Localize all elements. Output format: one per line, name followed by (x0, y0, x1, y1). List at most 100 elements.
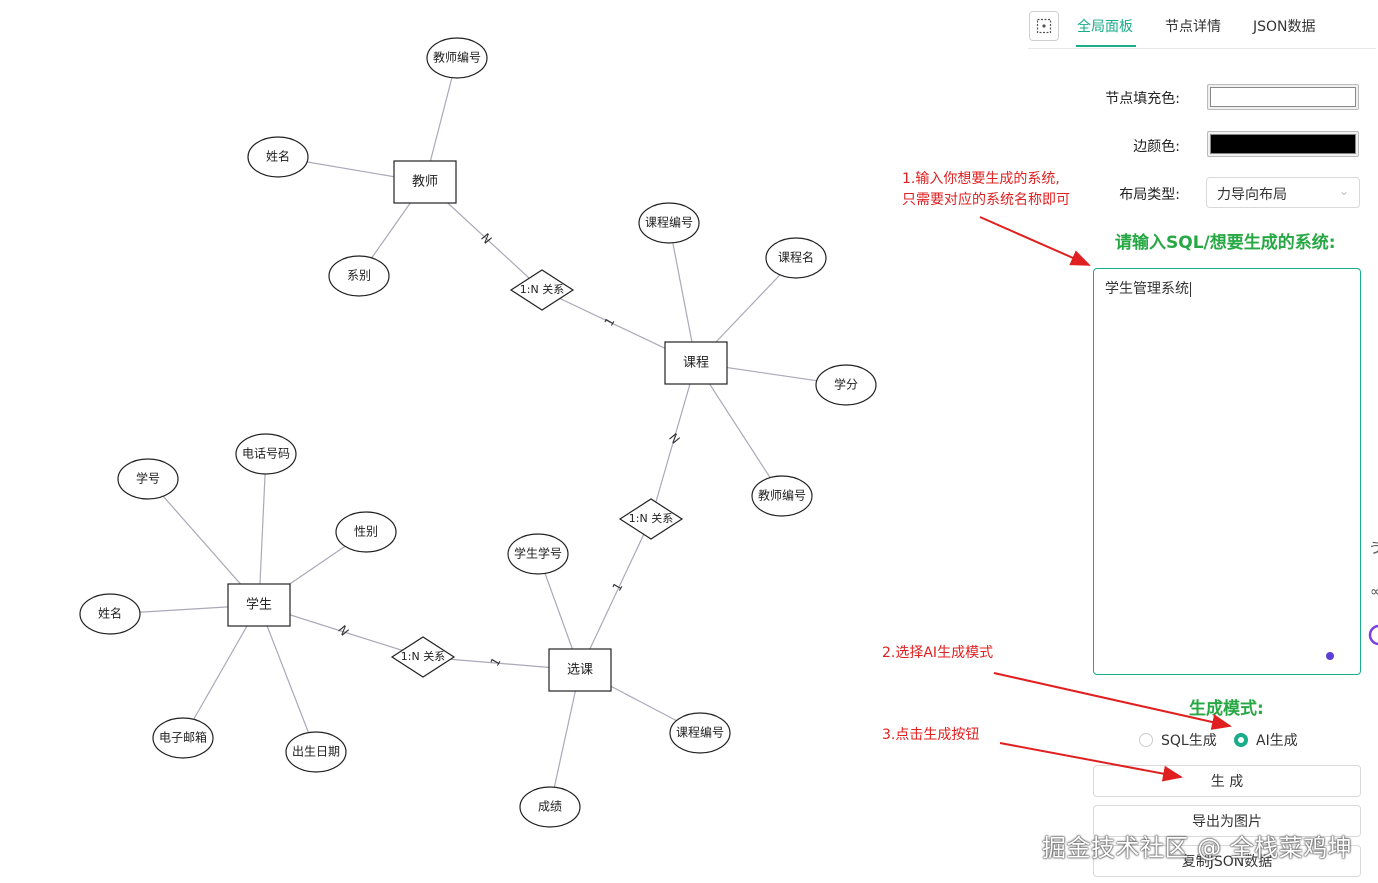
attribute-node[interactable]: 成绩 (519, 786, 581, 828)
relation-edge (650, 362, 697, 520)
attribute-label: 系别 (347, 269, 371, 283)
assistant-dot-icon[interactable] (1326, 652, 1334, 660)
tab-json-data[interactable]: JSON数据 (1253, 19, 1316, 35)
attribute-label: 课程编号 (645, 215, 693, 230)
attribute-node[interactable]: 课程编号 (638, 202, 700, 244)
layout-type-value: 力导向布局 (1217, 187, 1287, 203)
annotation-step2: 2.选择AI生成模式 (882, 645, 994, 661)
active-tab-indicator (1076, 45, 1136, 47)
attribute-ellipse (507, 533, 569, 575)
generate-button[interactable]: 生 成 (1093, 765, 1361, 797)
entity-label: 选课 (567, 663, 593, 678)
attribute-ellipse (79, 593, 141, 635)
relation-diamond (618, 498, 684, 540)
cardinality-label: 1 (610, 580, 626, 594)
entity-node[interactable]: 学生 (227, 583, 291, 627)
attribute-node[interactable]: 课程名 (765, 237, 827, 279)
attribute-label: 课程编号 (676, 725, 724, 740)
fill-color-swatch (1210, 87, 1356, 107)
attribute-label: 教师编号 (433, 50, 481, 65)
relation-diamond (390, 636, 456, 678)
layout-type-select[interactable]: 力导向布局 ⌄ (1206, 177, 1360, 208)
relation-node[interactable]: 1:N 关系 (390, 636, 456, 678)
border-color-picker[interactable] (1207, 131, 1359, 157)
attribute-edge (182, 604, 260, 739)
radio-circle-sql (1139, 733, 1153, 747)
attribute-node[interactable]: 系别 (328, 255, 390, 297)
fill-color-label: 节点填充色: (1105, 91, 1180, 107)
edge-layer (109, 57, 847, 808)
mode-title: 生成模式: (1189, 699, 1264, 719)
attribute-edge (668, 222, 697, 364)
fill-color-picker[interactable] (1207, 84, 1359, 110)
radio-ai-mode[interactable]: AI生成 (1234, 730, 1298, 750)
edge-partial-icon[interactable] (1368, 624, 1378, 646)
input-title: 请输入SQL/想要生成的系统: (1115, 233, 1336, 253)
radio-circle-ai (1234, 733, 1248, 747)
attribute-node[interactable]: 电子邮箱 (152, 717, 214, 759)
entity-node[interactable]: 选课 (548, 648, 612, 692)
attribute-node[interactable]: 姓名 (247, 136, 309, 178)
radio-label-sql: SQL生成 (1161, 733, 1217, 749)
fit-view-icon (1036, 18, 1052, 34)
attribute-node[interactable]: 教师编号 (751, 475, 813, 517)
attribute-ellipse (235, 433, 297, 475)
attribute-node[interactable]: 学分 (815, 364, 877, 406)
cardinality-label: 1 (602, 315, 618, 329)
relation-label: 1:N 关系 (401, 649, 445, 663)
radio-sql-mode[interactable]: SQL生成 (1139, 730, 1217, 750)
attribute-label: 姓名 (98, 606, 122, 621)
attribute-label: 课程名 (778, 250, 814, 265)
attribute-label: 姓名 (266, 149, 290, 164)
attribute-node[interactable]: 教师编号 (426, 37, 488, 79)
attribute-ellipse (328, 255, 390, 297)
attribute-label: 成绩 (538, 800, 562, 814)
attribute-node[interactable]: 性别 (335, 511, 397, 553)
entity-node[interactable]: 教师 (393, 160, 457, 204)
attribute-label: 电话号码 (242, 447, 290, 461)
entity-rect (393, 160, 457, 204)
annotation-step1-line2: 只需要对应的系统名称即可 (902, 192, 1070, 208)
attribute-edge (258, 453, 267, 606)
er-diagram-canvas[interactable]: N1N1N1教师编号姓名系别课程编号课程名学分教师编号学号电话号码性别姓名电子邮… (0, 0, 1000, 883)
watermark: 掘金技术社区 @ 全栈菜鸡坤 (1042, 834, 1353, 862)
fit-view-button[interactable] (1029, 11, 1059, 41)
tab-node-details[interactable]: 节点详情 (1165, 19, 1221, 35)
copy-json-button[interactable]: 复制JSON数据 (1093, 845, 1361, 877)
attribute-ellipse (117, 458, 179, 500)
attribute-node[interactable]: 课程编号 (669, 712, 731, 754)
relation-node[interactable]: 1:N 关系 (509, 269, 575, 311)
entity-rect (548, 648, 612, 692)
entity-label: 学生 (246, 597, 272, 613)
tab-global-panel[interactable]: 全局面板 (1077, 19, 1133, 35)
edge-partial-glyph: ∞ (1370, 584, 1378, 600)
relation-node[interactable]: 1:N 关系 (618, 498, 684, 540)
panel-tab-bar (1028, 10, 1376, 49)
attribute-edge (258, 604, 317, 753)
border-color-label: 边颜色: (1133, 139, 1180, 155)
cardinality-label: 1 (488, 655, 504, 669)
attribute-node[interactable]: 电话号码 (235, 433, 297, 475)
relation-edge (579, 518, 652, 671)
attribute-node[interactable]: 出生日期 (285, 731, 347, 773)
attribute-node[interactable]: 学生学号 (507, 533, 569, 575)
attribute-label: 学生学号 (514, 546, 562, 561)
system-input-textarea[interactable]: 学生管理系统 (1093, 268, 1361, 675)
radio-label-ai: AI生成 (1256, 733, 1298, 749)
annotation-step1-line1: 1.输入你想要生成的系统, (902, 171, 1060, 187)
cardinality-label: N (335, 623, 351, 639)
attribute-edge (549, 669, 581, 808)
attribute-ellipse (335, 511, 397, 553)
entity-node[interactable]: 课程 (664, 341, 728, 385)
attribute-ellipse (669, 712, 731, 754)
entity-label: 课程 (683, 356, 709, 371)
attribute-node[interactable]: 学号 (117, 458, 179, 500)
attribute-label: 学号 (136, 471, 160, 486)
cardinality-label: N (666, 431, 682, 447)
attribute-label: 电子邮箱 (159, 730, 207, 745)
chevron-down-icon: ⌄ (1338, 184, 1349, 198)
text-caret (1190, 281, 1191, 297)
attribute-node[interactable]: 姓名 (79, 593, 141, 635)
export-image-button[interactable]: 导出为图片 (1093, 805, 1361, 837)
attribute-ellipse (285, 731, 347, 773)
